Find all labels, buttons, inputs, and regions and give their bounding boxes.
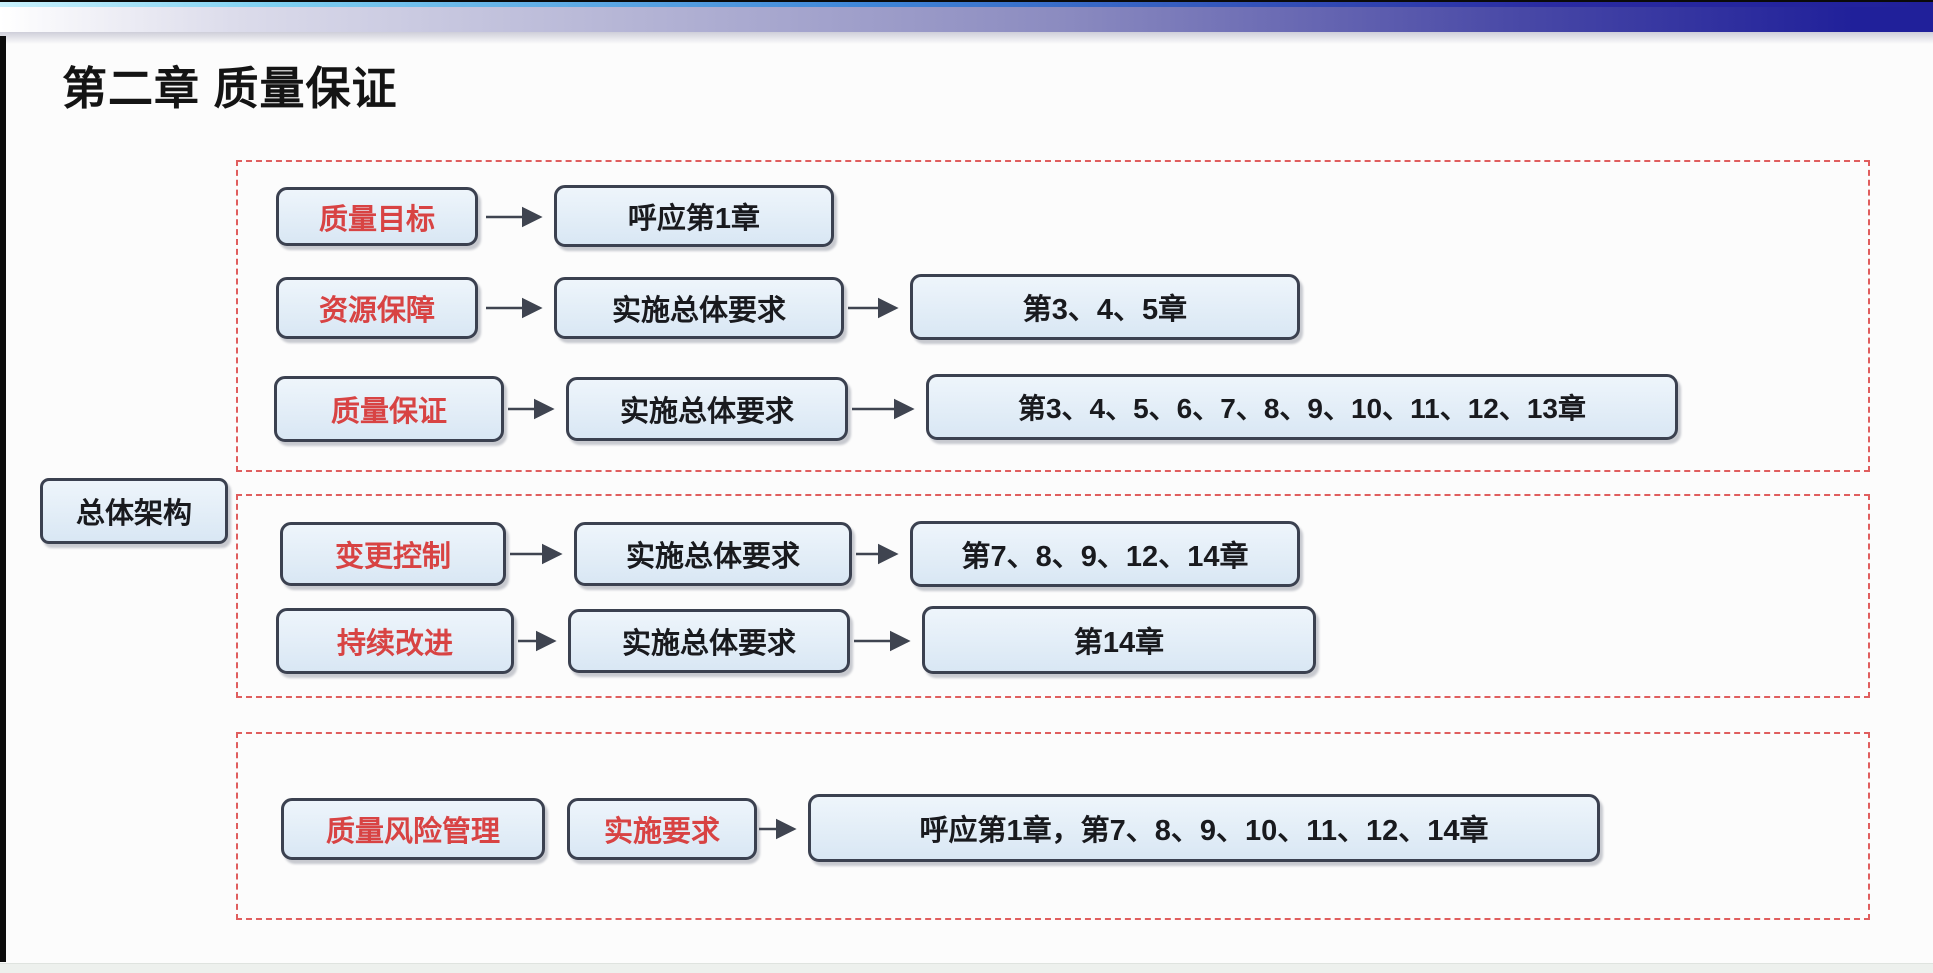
node-chapter-14: 第14章 <box>922 606 1316 674</box>
node-change-control: 变更控制 <box>280 522 506 586</box>
node-quality-risk-management: 质量风险管理 <box>281 798 545 860</box>
node-implement-overall-requirements-2: 实施总体要求 <box>566 377 848 441</box>
dashed-group-3 <box>236 732 1870 920</box>
page-title: 第二章 质量保证 <box>62 63 398 114</box>
bottom-edge-bar <box>0 963 1933 973</box>
left-edge-bar <box>0 36 6 962</box>
top-edge-bar <box>0 0 1933 3</box>
banner-highlight-line <box>0 2 1933 7</box>
node-chapters-7-8-9-12-14: 第7、8、9、12、14章 <box>910 521 1300 587</box>
node-chapters-3-to-13: 第3、4、5、6、7、8、9、10、11、12、13章 <box>926 374 1678 440</box>
banner-shadow <box>0 32 1933 44</box>
node-echo-chapter-1: 呼应第1章 <box>554 185 834 247</box>
node-resource-guarantee: 资源保障 <box>276 277 478 339</box>
node-quality-objective: 质量目标 <box>276 187 478 246</box>
node-continuous-improvement: 持续改进 <box>276 608 514 674</box>
title-banner <box>0 6 1933 32</box>
node-chapters-3-4-5: 第3、4、5章 <box>910 274 1300 340</box>
node-implement-overall-requirements-3: 实施总体要求 <box>574 522 852 586</box>
dashed-group-1 <box>236 160 1870 472</box>
dashed-group-2 <box>236 494 1870 698</box>
node-quality-assurance: 质量保证 <box>274 376 504 442</box>
node-implementation-requirements: 实施要求 <box>567 798 757 860</box>
overall-architecture-label: 总体架构 <box>40 478 228 544</box>
node-echo-ch1-and-chapters: 呼应第1章，第7、8、9、10、11、12、14章 <box>808 794 1600 862</box>
node-implement-overall-requirements-1: 实施总体要求 <box>554 277 844 339</box>
node-implement-overall-requirements-4: 实施总体要求 <box>568 609 850 673</box>
